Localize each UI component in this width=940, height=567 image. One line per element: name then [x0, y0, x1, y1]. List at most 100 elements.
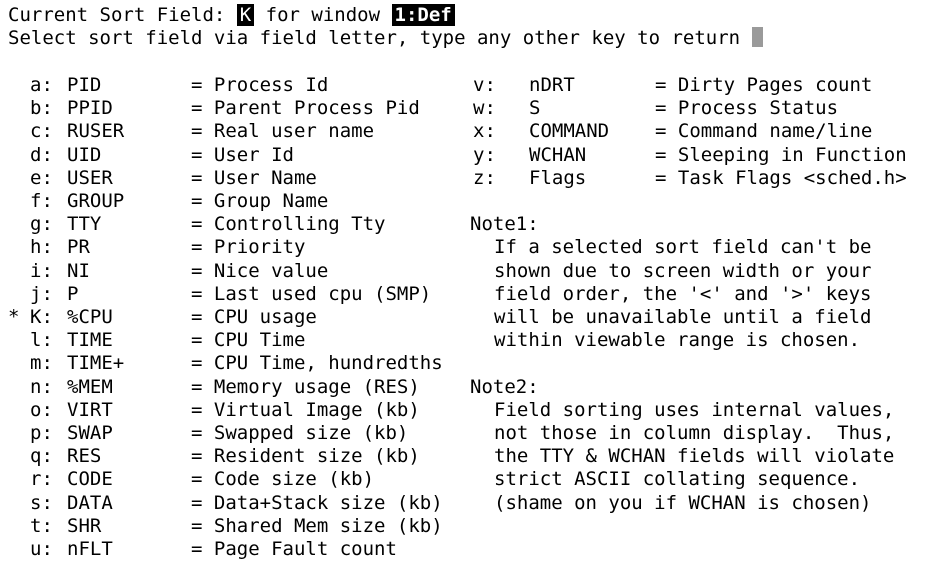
header-title: Current Sort Field:: [8, 4, 237, 26]
field-letter[interactable]: r:: [30, 468, 53, 491]
field-name: PR: [67, 236, 90, 259]
field-name: S: [529, 97, 541, 120]
field-letter[interactable]: q:: [30, 445, 53, 468]
field-letter[interactable]: h:: [30, 236, 53, 259]
field-name: TTY: [67, 213, 102, 236]
field-letter[interactable]: j:: [30, 282, 53, 305]
current-field-marker: *: [8, 306, 20, 328]
field-letter[interactable]: m:: [30, 352, 53, 375]
field-letter[interactable]: b:: [30, 97, 53, 120]
field-letter[interactable]: c:: [30, 120, 53, 143]
field-letter[interactable]: y:: [473, 143, 496, 166]
current-field-marker: [8, 352, 22, 375]
for-window-text: for window: [254, 4, 392, 26]
current-field-marker: [8, 329, 22, 352]
note-title: Note2:: [470, 375, 539, 398]
field-name: TIME+: [67, 352, 125, 375]
current-field-marker: [8, 283, 22, 306]
note-line: the TTY & WCHAN fields will violate: [494, 445, 895, 468]
field-name: P: [67, 282, 79, 305]
field-description: = Command name/line: [655, 120, 873, 143]
field-name: PID: [67, 74, 102, 96]
note-line: If a selected sort field can't be: [494, 236, 872, 259]
field-letter[interactable]: u:: [30, 538, 53, 560]
current-field-marker: [8, 515, 22, 538]
field-description: = Group Name: [191, 190, 329, 212]
current-field-marker: [8, 492, 22, 515]
field-letter[interactable]: K:: [30, 306, 53, 328]
field-letter[interactable]: d:: [30, 143, 53, 166]
current-field-marker: [8, 399, 22, 422]
field-name: nFLT: [67, 538, 113, 560]
field-name: TIME: [67, 329, 113, 352]
current-field-marker: [8, 422, 22, 445]
field-description: = User Id: [191, 143, 294, 166]
current-field-marker: [8, 445, 22, 468]
terminal-cursor[interactable]: [751, 27, 763, 47]
field-letter[interactable]: x:: [473, 120, 496, 143]
current-field-marker: [8, 236, 22, 259]
field-description: = User Name: [191, 166, 317, 189]
field-letter[interactable]: v:: [473, 74, 496, 96]
field-description: = Swapped size (kb): [191, 422, 409, 444]
field-description: = CPU usage: [191, 306, 317, 328]
field-name: UID: [67, 143, 102, 166]
field-letter[interactable]: a:: [30, 74, 53, 96]
current-field-marker: [8, 538, 22, 561]
note-line: not those in column display. Thus,: [494, 422, 895, 444]
note-line: field order, the '<' and '>' keys: [494, 282, 872, 305]
field-name: PPID: [67, 97, 113, 120]
field-letter[interactable]: o:: [30, 398, 53, 421]
field-letter[interactable]: n:: [30, 375, 53, 398]
field-description: = Parent Process Pid: [191, 97, 420, 120]
instruction-text: Select sort field via field letter, type…: [8, 27, 752, 49]
note-line: will be unavailable until a field: [494, 306, 872, 328]
field-letter[interactable]: s:: [30, 491, 53, 514]
field-name: COMMAND: [529, 120, 610, 143]
field-description: = Data+Stack size (kb): [191, 491, 443, 514]
field-name: RES: [67, 445, 102, 468]
field-name: Flags: [529, 166, 587, 189]
note-title: Note1:: [470, 213, 539, 236]
sort-field-header: Current Sort Field: K for window 1:Def: [8, 4, 455, 27]
field-description: = Real user name: [191, 120, 375, 143]
note-line: shown due to screen width or your: [494, 259, 872, 282]
current-field-marker: [8, 120, 22, 143]
field-description: = Page Fault count: [191, 538, 397, 560]
field-description: = Controlling Tty: [191, 213, 386, 236]
field-name: SWAP: [67, 422, 113, 444]
field-letter[interactable]: p:: [30, 422, 53, 444]
field-name: %CPU: [67, 306, 113, 328]
field-letter[interactable]: w:: [473, 97, 496, 120]
current-field-marker: [8, 213, 22, 236]
current-field-marker: [8, 468, 22, 491]
current-field-marker: [8, 144, 22, 167]
field-description: = Last used cpu (SMP): [191, 282, 432, 305]
field-letter[interactable]: e:: [30, 166, 53, 189]
field-description: = Shared Mem size (kb): [191, 514, 443, 537]
note-line: (shame on you if WCHAN is chosen): [494, 491, 872, 514]
field-letter[interactable]: f:: [30, 190, 53, 212]
field-letter[interactable]: l:: [30, 329, 53, 352]
field-letter[interactable]: t:: [30, 514, 53, 537]
field-description: = Process Id: [191, 74, 329, 96]
current-field-marker: [8, 74, 22, 97]
field-letter[interactable]: z:: [473, 166, 496, 189]
field-description: = Virtual Image (kb): [191, 398, 420, 421]
current-field-marker: [8, 260, 22, 283]
field-description: = Task Flags <sched.h>: [655, 166, 907, 189]
field-name: SHR: [67, 514, 102, 537]
field-name: NI: [67, 259, 90, 282]
field-letter[interactable]: i:: [30, 259, 53, 282]
field-description: = Code size (kb): [191, 468, 375, 491]
current-field-marker: [8, 167, 22, 190]
field-description: = CPU Time: [191, 329, 306, 352]
note-line: strict ASCII collating sequence.: [494, 468, 861, 491]
field-description: = Resident size (kb): [191, 445, 420, 468]
instruction-line: Select sort field via field letter, type…: [8, 27, 763, 50]
field-name: WCHAN: [529, 143, 587, 166]
field-name: nDRT: [529, 74, 575, 96]
field-letter[interactable]: g:: [30, 213, 53, 236]
field-name: VIRT: [67, 398, 113, 421]
